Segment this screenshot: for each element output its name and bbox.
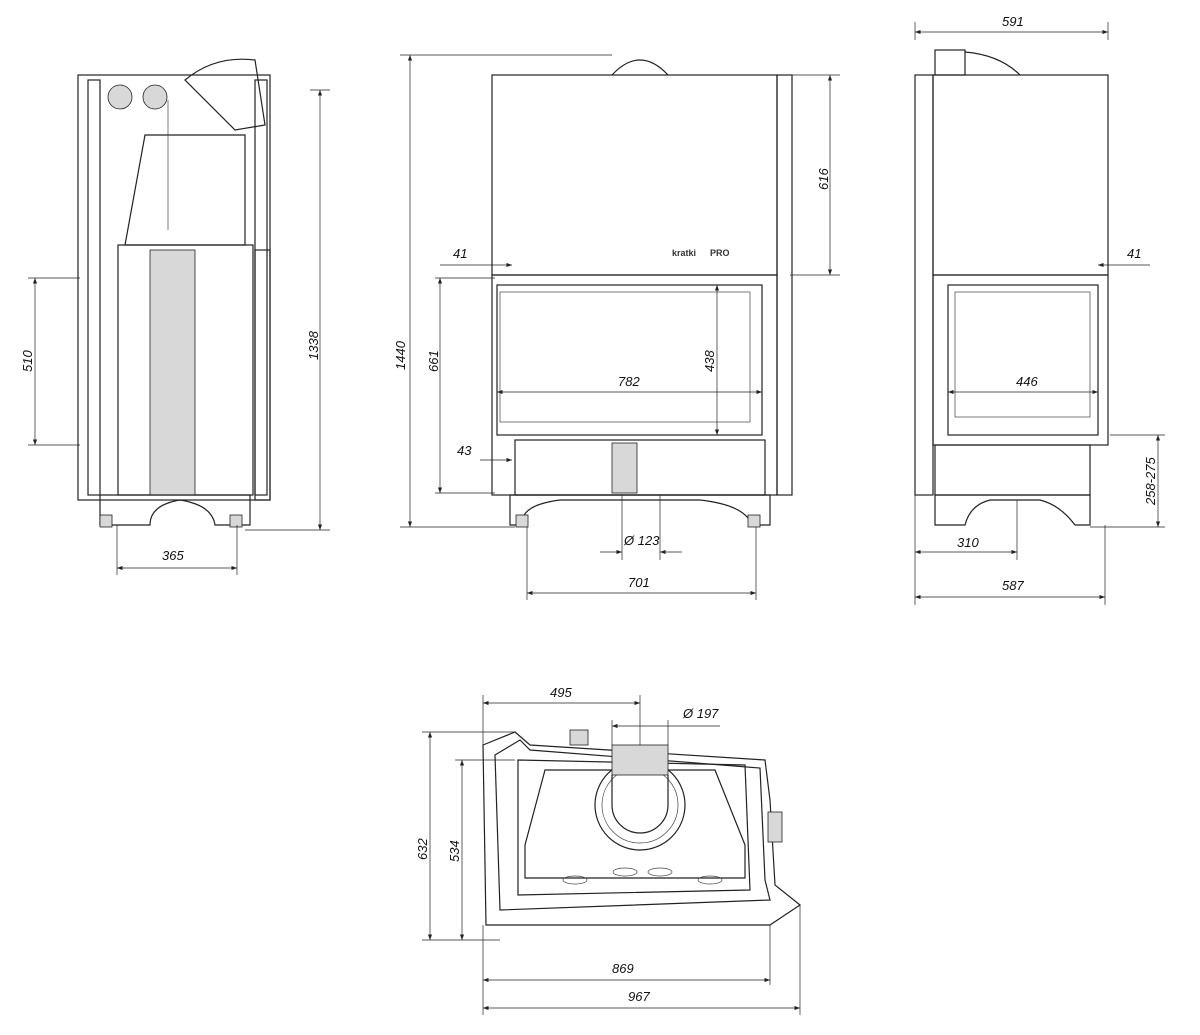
dim-offset-310: 310 bbox=[957, 535, 979, 550]
dim-width-967: 967 bbox=[628, 989, 650, 1004]
front-view: kratki PRO 1440 616 41 661 43 782 438 Ø … bbox=[393, 54, 840, 600]
dim-width-587: 587 bbox=[1002, 578, 1024, 593]
dim-offset-41: 41 bbox=[453, 246, 467, 261]
dim-flue-123: Ø 123 bbox=[623, 533, 660, 548]
dim-width-869: 869 bbox=[612, 961, 634, 976]
logo-brand: kratki bbox=[672, 248, 696, 258]
logo-suffix: PRO bbox=[710, 248, 730, 258]
left-side-view: 1338 510 365 bbox=[20, 58, 330, 575]
dim-flue-197: Ø 197 bbox=[682, 706, 719, 721]
dim-depth-365: 365 bbox=[162, 548, 184, 563]
dim-offset-43: 43 bbox=[457, 443, 472, 458]
dim-inlet-258-275: 258-275 bbox=[1143, 457, 1158, 506]
dim-height-1440: 1440 bbox=[393, 340, 408, 370]
dim-glass-438: 438 bbox=[702, 350, 717, 372]
dim-opening-661: 661 bbox=[426, 350, 441, 372]
dim-flue-offset-495: 495 bbox=[550, 685, 572, 700]
top-view: 495 Ø 197 632 534 869 967 bbox=[415, 685, 802, 1015]
dim-offset-41-right: 41 bbox=[1127, 246, 1141, 261]
dim-glass-446: 446 bbox=[1016, 374, 1038, 389]
dim-height-1338: 1338 bbox=[306, 330, 321, 360]
dim-width-591: 591 bbox=[1002, 14, 1024, 29]
dim-depth-632: 632 bbox=[415, 838, 430, 860]
dim-glass-782: 782 bbox=[618, 374, 640, 389]
right-side-view: 591 41 446 258-275 310 587 bbox=[914, 14, 1165, 605]
dim-door-510: 510 bbox=[20, 350, 35, 372]
dim-depth-534: 534 bbox=[447, 840, 462, 862]
dim-width-701: 701 bbox=[628, 575, 650, 590]
dim-upper-616: 616 bbox=[816, 168, 831, 190]
